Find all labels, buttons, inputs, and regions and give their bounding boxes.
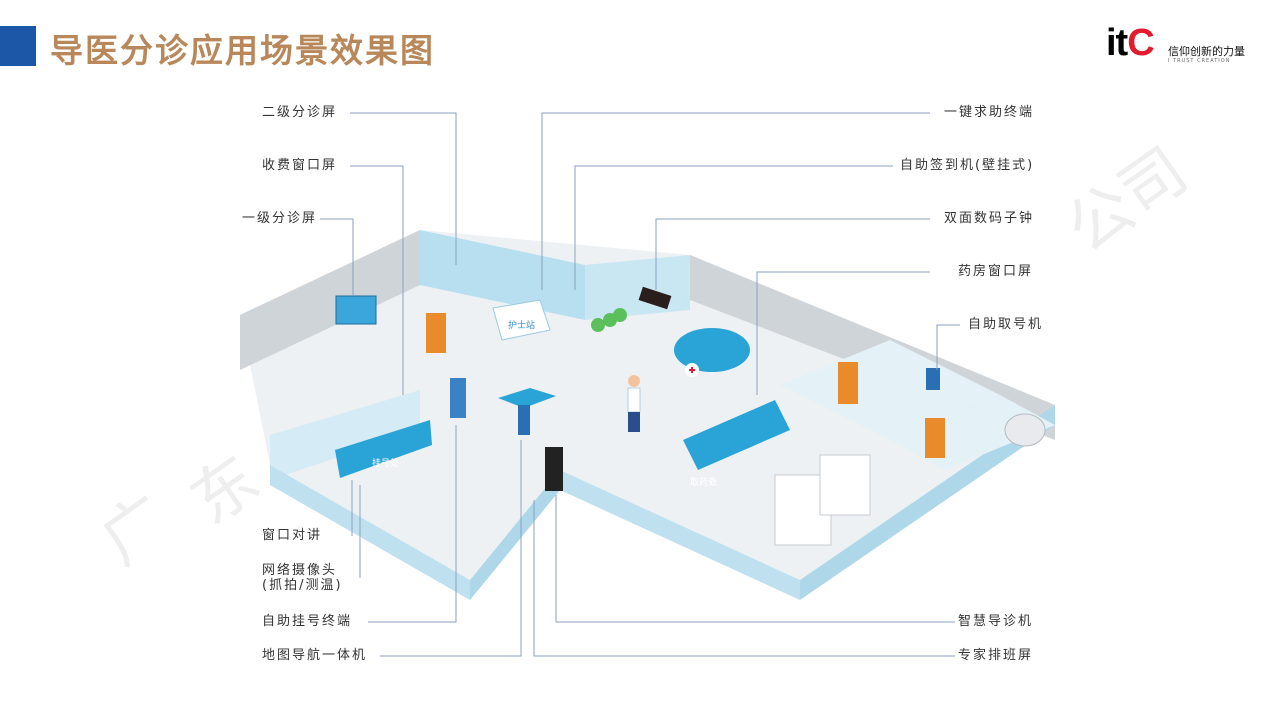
label-double-sided-clock: 双面数码子钟 [944,211,1035,226]
map-navigation-kiosk-screen [498,388,556,408]
door [426,313,446,353]
doctor-room [780,340,1000,440]
doctor-legs [628,412,640,432]
wall-left-back [240,230,420,370]
reception-desk [674,328,750,372]
label-secondary-triage-screen: 二级分诊屏 [262,105,338,120]
label-self-registration-terminal: 自助挂号终端 [262,614,353,629]
registration-wall [270,390,420,480]
label-network-camera-note: (抓拍/测温) [262,578,343,593]
nurse-station-desk [492,299,551,341]
door [838,362,858,404]
title-accent-bar [0,26,36,66]
logo-slogan: 信仰创新的力量 [1168,45,1245,58]
nurse-station-sign: 护士站 [508,319,535,331]
front-wall-far-right [800,405,1055,600]
digital-clock-device [638,286,672,310]
registration-counter [335,420,432,478]
cross-v [691,367,693,373]
label-one-key-help-terminal: 一键求助终端 [944,105,1035,120]
registration-sign: 挂号处 [372,457,399,469]
logo-mark: itC [1106,22,1155,64]
left-callout-lines [320,112,522,657]
ct-scanner [1004,413,1046,447]
front-wall-left [270,465,470,600]
primary-triage-screen-device [335,295,377,325]
self-ticket-machine-device [926,368,940,390]
front-wall-mid [470,470,560,600]
label-network-camera: 网络摄像头 [262,563,338,578]
label-primary-triage-screen: 一级分诊屏 [242,211,318,226]
pharmacy-sign: 取药处 [690,476,717,488]
door [925,418,945,458]
plant [591,318,605,332]
label-window-intercom: 窗口对讲 [262,528,323,543]
label-pharmacy-window-screen: 药房窗口屏 [958,264,1034,279]
label-wall-checkin-machine: 自助签到机(壁挂式) [900,158,1035,173]
label-smart-guide-machine: 智慧导诊机 [958,614,1034,629]
label-expert-schedule-screen: 专家排班屏 [958,648,1034,663]
label-self-ticket-machine: 自助取号机 [968,317,1044,332]
doctor-head [628,375,640,387]
front-wall-right [560,470,800,600]
right-callout-lines [533,112,960,657]
page-title: 导医分诊应用场景效果图 [50,31,435,70]
pharmacy-counter [683,400,790,470]
wall-center-right [585,255,690,320]
plant [613,308,627,322]
wall-center-back [420,230,585,320]
self-registration-kiosk [450,378,466,418]
smart-guide-machine-device [545,447,563,491]
label-map-navigation-kiosk: 地图导航一体机 [262,648,368,663]
logo-subtitle: I TRUST CREATION [1168,58,1231,64]
itc-logo: itC 信仰创新的力量 I TRUST CREATION [1106,24,1246,68]
medicine-shelf [819,454,871,516]
map-navigation-kiosk-stand [518,405,530,435]
label-cashier-window-screen: 收费窗口屏 [262,158,338,173]
doctor-body [627,387,641,413]
